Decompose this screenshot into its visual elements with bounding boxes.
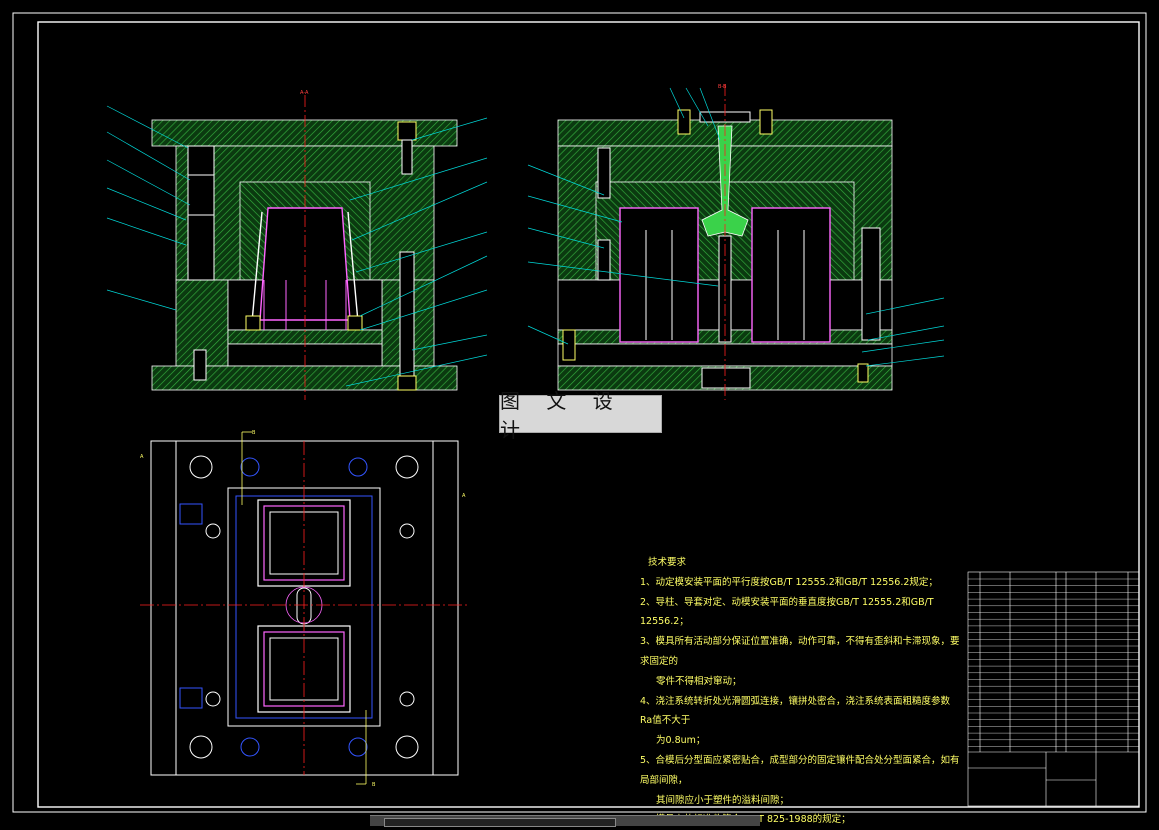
leader-lines-right — [527, 87, 945, 367]
tech-requirement-3-cont: 零件不得相对窜动； — [656, 675, 742, 687]
tech-requirement-4-cont: 为0.8um； — [656, 735, 706, 747]
tech-requirement-2: 2、导柱、导套对定、动模安装平面的垂直度按GB/T 12555.2和GB/T 1… — [640, 596, 934, 628]
section-view-b: B-B — [557, 84, 893, 400]
bom-rows — [968, 578, 1139, 747]
tech-requirements-title: 技术要求 — [648, 557, 687, 568]
tech-requirement-5: 5、合模后分型面应紧密贴合，成型部分的固定镶件配合处分型面紧合，如有局部间隙， — [640, 754, 960, 786]
plan-section-a-label-right: A — [462, 493, 466, 499]
tech-requirements: 技术要求 1、动定模安装平面的平行度按GB/T 12555.2和GB/T 125… — [640, 553, 960, 830]
tech-requirement-1: 1、动定模安装平面的平行度按GB/T 12555.2和GB/T 12556.2规… — [640, 576, 938, 588]
tech-requirement-5-cont: 其间隙应小于塑件的溢料间隙； — [656, 794, 790, 806]
section-a-label: A-A — [300, 90, 309, 96]
leader-lines-left — [106, 105, 488, 387]
plan-section-b-label-bottom: B — [372, 782, 376, 788]
section-b-label: B-B — [718, 84, 727, 90]
sheet-inner-border — [37, 21, 1140, 808]
plan-view: B B A A — [140, 430, 470, 788]
horizontal-scrollbar[interactable] — [370, 815, 760, 827]
section-view-a: A-A — [151, 90, 458, 400]
tech-requirement-4: 4、浇注系统转折处光滑圆弧连接，镶拼处密合，浇注系统表面粗糙度参数Ra值不大于 — [640, 695, 951, 727]
title-block — [967, 571, 1140, 807]
plan-section-b-label-top: B — [252, 430, 256, 436]
plan-section-a-label-left: A — [140, 454, 144, 460]
sheet-outer-border — [12, 12, 1147, 813]
watermark: 图 文 设 计 — [499, 389, 662, 442]
tech-requirement-3: 3、模具所有活动部分保证位置准确，动作可靠，不得有歪斜和卡滞现象，要求固定的 — [640, 636, 960, 667]
scrollbar-thumb[interactable] — [384, 818, 616, 827]
